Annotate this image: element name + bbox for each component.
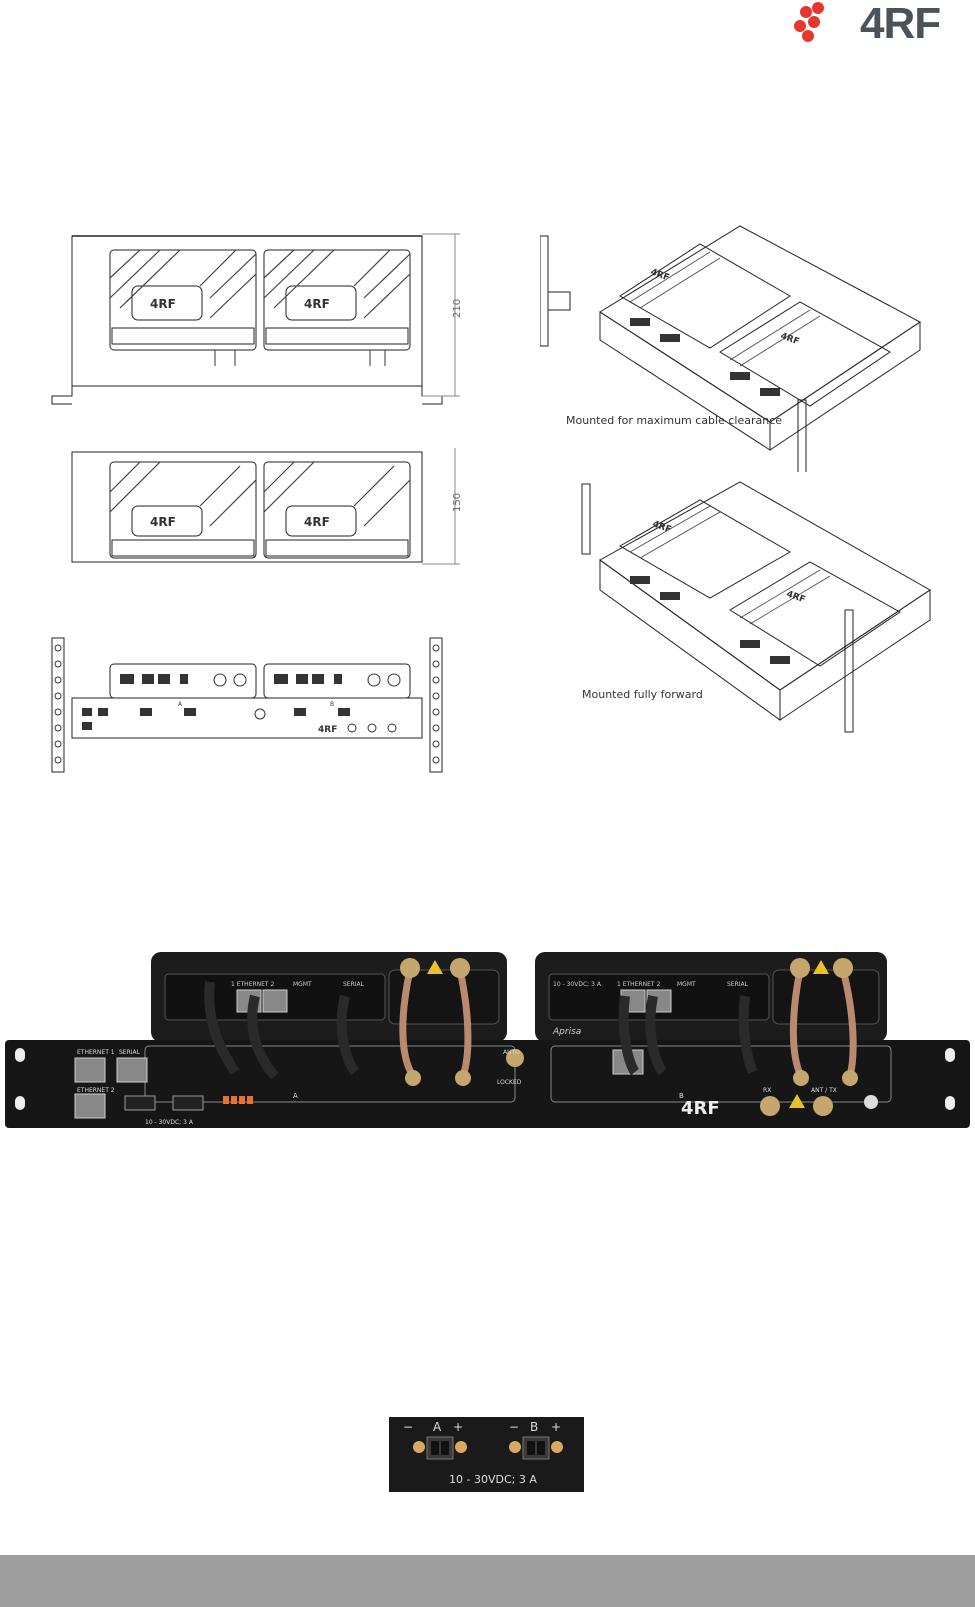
- dimension-210: 210: [452, 299, 463, 318]
- dimension-150: 150: [452, 493, 463, 512]
- rack-photo: ETHERNET 1 ETHERNET 2 SERIAL 10 - 30VDC;…: [5, 946, 970, 1134]
- isometric-drawing-top: 4RF 4RF: [540, 222, 935, 472]
- a-label: A: [433, 1420, 442, 1434]
- panel-locked: LOCKED: [497, 1079, 522, 1086]
- minus-a-label: −: [403, 1420, 413, 1434]
- panel-rx: RX: [763, 1087, 771, 1094]
- front-view-drawing-top: 4RF 4RF 210: [50, 228, 480, 408]
- unit-b-ethernet: 1 ETHERNET 2: [617, 981, 661, 988]
- panel-auto: AUTO: [503, 1049, 520, 1056]
- plus-a-label: +: [453, 1420, 463, 1434]
- panel-logo: 4RF: [681, 1098, 720, 1119]
- b-label: B: [530, 1420, 538, 1434]
- iso-logo-b: 4RF: [779, 331, 801, 347]
- caption-max-cable-clearance: Mounted for maximum cable clearance: [566, 414, 782, 427]
- unit-logo-a: 4RF: [150, 297, 176, 311]
- panel-label-a: A: [293, 1092, 298, 1100]
- unit-a-serial: SERIAL: [343, 981, 365, 988]
- panel-serial: SERIAL: [119, 1049, 141, 1056]
- power-rating: 10 - 30VDC; 3 A: [449, 1473, 537, 1486]
- unit-a-ethernet: 1 ETHERNET 2: [231, 981, 275, 988]
- unit-logo-a-middle: 4RF: [150, 515, 176, 529]
- unit-a-mgmt: MGMT: [293, 981, 312, 988]
- front-view-drawing-bottom: A B 4RF: [50, 636, 450, 774]
- unit-b-aprisa: Aprisa: [552, 1027, 581, 1037]
- footer-bar: [0, 1555, 975, 1607]
- logo-petals-icon: [790, 0, 860, 50]
- panel-ant-tx: ANT / TX: [811, 1087, 837, 1094]
- isometric-drawing-bottom: 4RF 4RF: [560, 480, 940, 750]
- panel-ethernet1: ETHERNET 1: [77, 1049, 115, 1056]
- iso-logo-a: 4RF: [649, 267, 671, 283]
- minus-b-label: −: [509, 1420, 519, 1434]
- front-view-drawing-middle: 4RF 4RF 150: [50, 448, 480, 588]
- caption-fully-forward: Mounted fully forward: [582, 688, 703, 701]
- panel-power: 10 - 30VDC; 3 A: [145, 1119, 194, 1126]
- unit-logo-b: 4RF: [304, 297, 330, 311]
- unit-logo-b-middle: 4RF: [304, 515, 330, 529]
- unit-b-serial: SERIAL: [727, 981, 749, 988]
- rack-label-a: A: [178, 701, 183, 708]
- panel-ethernet2: ETHERNET 2: [77, 1087, 115, 1094]
- unit-b-mgmt: MGMT: [677, 981, 696, 988]
- rack-logo: 4RF: [318, 725, 337, 735]
- unit-b-power: 10 - 30VDC; 3 A: [553, 981, 602, 988]
- brand-logo-text: 4RF: [860, 0, 940, 48]
- rack-label-b: B: [330, 701, 334, 708]
- power-connector-photo: − A + − B + 10 - 30VDC; 3 A: [389, 1417, 584, 1492]
- plus-b-label: +: [551, 1420, 561, 1434]
